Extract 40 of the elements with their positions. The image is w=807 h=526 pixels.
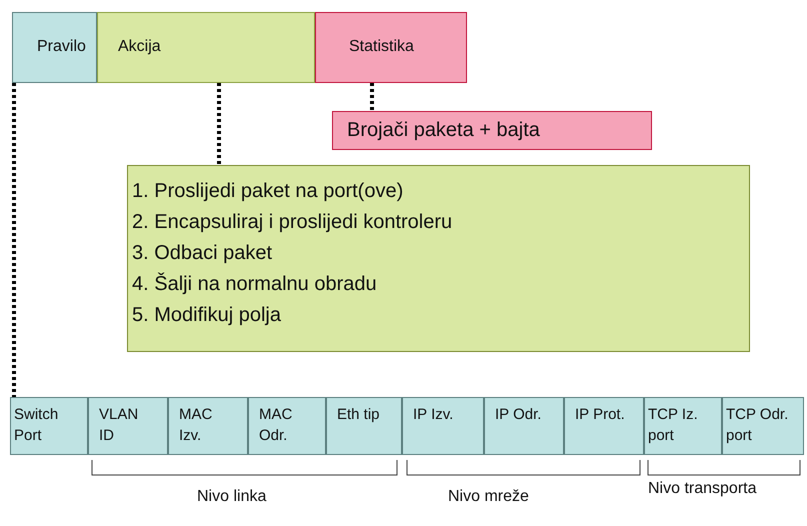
header-field-cell xyxy=(88,397,168,455)
header-field-cell xyxy=(722,397,804,455)
header-field-cell xyxy=(564,397,644,455)
dotted-connector xyxy=(370,83,374,111)
header-field-cell xyxy=(168,397,248,455)
layer-label: Nivo linka xyxy=(197,488,266,506)
node-label: MAC Odr. xyxy=(259,405,294,446)
node-label: Pravilo xyxy=(37,37,86,57)
node-label: VLAN ID xyxy=(99,405,140,446)
counter-box xyxy=(332,111,652,150)
node-label: Brojači paketa + bajta xyxy=(347,118,540,142)
node-label: Eth tip xyxy=(337,405,381,425)
action-list-box xyxy=(127,165,750,352)
statistics-header xyxy=(315,12,467,83)
node-label: IP Odr. xyxy=(495,405,542,425)
header-field-cell xyxy=(10,397,88,455)
node-label: Akcija xyxy=(118,37,161,57)
header-field-cell xyxy=(484,397,564,455)
rule-header xyxy=(12,12,97,83)
list-item: 4. Šalji na normalnu obradu xyxy=(132,272,378,297)
list-item: 1. Proslijedi paket na port(ove) xyxy=(132,179,404,204)
layer-label: Nivo transporta xyxy=(648,480,756,498)
node-label: Statistika xyxy=(349,37,414,57)
layer-label: Nivo mreže xyxy=(448,488,529,506)
list-item: 2. Encapsuliraj i proslijedi kontroleru xyxy=(132,210,454,235)
header-field-cell xyxy=(644,397,722,455)
dotted-connector xyxy=(12,83,16,397)
node-label: TCP Odr. port xyxy=(726,405,790,446)
list-item: 3. Odbaci paket xyxy=(132,241,274,266)
header-field-cell xyxy=(326,397,402,455)
node-label: IP Izv. xyxy=(413,405,454,425)
node-label: Switch Port xyxy=(14,405,60,446)
header-field-cell xyxy=(248,397,326,455)
node-label: MAC Izv. xyxy=(179,405,214,446)
node-label: IP Prot. xyxy=(575,405,625,425)
header-field-cell xyxy=(402,397,484,455)
node-label: TCP Iz. port xyxy=(648,405,699,446)
dotted-connector xyxy=(217,83,221,165)
list-item: 5. Modifikuj polja xyxy=(132,303,282,328)
action-header xyxy=(97,12,315,83)
